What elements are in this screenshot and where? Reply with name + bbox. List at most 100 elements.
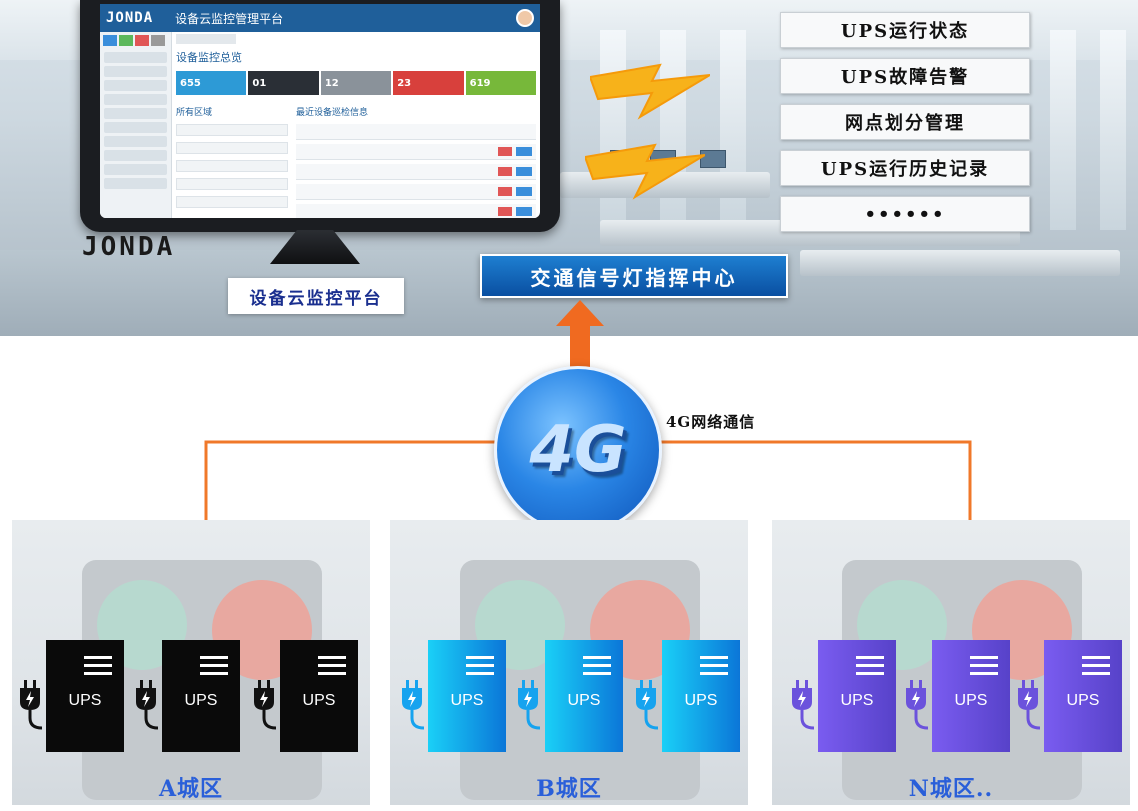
sidebar-nav-item (104, 94, 167, 105)
table-header (296, 124, 536, 140)
vent-icon (84, 656, 112, 680)
table-row (296, 184, 536, 200)
power-plug-icon (254, 680, 276, 730)
screen-title: 设备云监控管理平台 (175, 11, 284, 26)
region-tree: 所有区域 (176, 105, 288, 218)
command-center-label: 交通信号灯指挥中心 (480, 254, 788, 298)
feature-ups-alarm: UPS故障告警 (780, 58, 1030, 94)
ups-unit: UPS (662, 640, 740, 752)
stat-tile: 23 (393, 71, 464, 95)
tree-node (176, 196, 288, 208)
power-plug-icon (636, 680, 658, 730)
ups-label: UPS (954, 692, 988, 709)
network-label: 4G网络通信 (666, 413, 756, 431)
ups-unit: UPS (162, 640, 240, 752)
ups-unit: UPS (545, 640, 623, 752)
user-avatar-icon (516, 9, 534, 27)
ups-label: UPS (184, 692, 218, 709)
ups-label: UPS (567, 692, 601, 709)
ups-unit: UPS (932, 640, 1010, 752)
table-row (296, 164, 536, 180)
zone-b-label: B城区 (536, 776, 602, 802)
lightning-bolt-icon (585, 143, 705, 200)
monitor: JONDA 设备云监控管理平台 设备监控总览 (80, 0, 560, 232)
zone-a-label: A城区 (158, 776, 224, 802)
window-pane (1050, 30, 1076, 230)
4g-badge-text: 4G (529, 413, 627, 487)
sidebar-nav-item (104, 136, 167, 147)
window-pane (720, 30, 746, 230)
sidebar-nav-item (104, 80, 167, 91)
power-plug-icon (518, 680, 540, 730)
sidebar-nav-item (104, 164, 167, 175)
sidebar-nav-item (104, 150, 167, 161)
stat-tile: 619 (465, 71, 537, 95)
table-row (296, 144, 536, 160)
desk-monitor (700, 150, 726, 168)
stat-row: 655 01 12 23 619 (176, 71, 537, 95)
stat-tile: 655 (176, 71, 247, 95)
sidebar-nav-item (104, 122, 167, 133)
section-title: 所有区域 (176, 108, 213, 118)
sidebar-nav-item (104, 108, 167, 119)
vent-icon (700, 656, 728, 680)
ups-unit: UPS (818, 640, 896, 752)
screen-heading: 设备监控总览 (176, 51, 242, 64)
ups-unit: UPS (46, 640, 124, 752)
vent-icon (583, 656, 611, 680)
stat-tile: 01 (248, 71, 319, 95)
vent-icon (856, 656, 884, 680)
ups-label: UPS (450, 692, 484, 709)
vent-icon (318, 656, 346, 680)
tile-icon (103, 35, 117, 46)
zone-n-label: N城区.. (908, 776, 994, 802)
ups-label: UPS (684, 692, 718, 709)
tree-node (176, 124, 288, 136)
sidebar-nav-item (104, 52, 167, 63)
ups-label: UPS (302, 692, 336, 709)
lightning-bolt-icon (590, 63, 710, 120)
power-plug-icon (402, 680, 424, 730)
vent-icon (1082, 656, 1110, 680)
sidebar-icons (100, 32, 171, 49)
console-desk (800, 250, 1120, 276)
tile-icon (119, 35, 133, 46)
sidebar-nav-item (104, 66, 167, 77)
feature-list: UPS运行状态 UPS故障告警 网点划分管理 UPS运行历史记录 •••••• (780, 12, 1030, 242)
power-plug-icon (136, 680, 158, 730)
screen-sidebar (100, 32, 172, 218)
tree-node (176, 142, 288, 154)
tree-node (176, 178, 288, 190)
stat-tile: 12 (320, 71, 392, 95)
tile-icon (135, 35, 149, 46)
power-plug-icon (1018, 680, 1040, 730)
vent-icon (200, 656, 228, 680)
ups-unit: UPS (428, 640, 506, 752)
power-plug-icon (906, 680, 928, 730)
power-plug-icon (20, 680, 42, 730)
table-row (296, 204, 536, 218)
sidebar-nav-item (104, 178, 167, 189)
vent-icon (466, 656, 494, 680)
brand-logo: JONDA (82, 232, 176, 262)
feature-ups-history: UPS运行历史记录 (780, 150, 1030, 186)
screen-main: 设备监控总览 655 01 12 23 619 所有区域 最近设备巡检信息 (176, 34, 537, 218)
power-plug-icon (792, 680, 814, 730)
platform-label: 设备云监控平台 (228, 278, 404, 314)
feature-more: •••••• (780, 196, 1030, 232)
screen-columns: 所有区域 最近设备巡检信息 (176, 105, 536, 218)
section-title: 最近设备巡检信息 (296, 108, 369, 118)
tile-icon (151, 35, 165, 46)
ups-unit: UPS (280, 640, 358, 752)
feature-network-zoning: 网点划分管理 (780, 104, 1030, 140)
inspection-table: 最近设备巡检信息 (296, 105, 536, 218)
ups-label: UPS (1066, 692, 1100, 709)
screen-logo: JONDA (106, 10, 154, 26)
tree-node (176, 160, 288, 172)
feature-ups-status: UPS运行状态 (780, 12, 1030, 48)
4g-badge-icon: 4G (494, 366, 662, 534)
window-pane (1100, 30, 1126, 230)
breadcrumb (176, 34, 236, 44)
ups-label: UPS (840, 692, 874, 709)
platform-screenshot: JONDA 设备云监控管理平台 设备监控总览 (100, 4, 540, 218)
